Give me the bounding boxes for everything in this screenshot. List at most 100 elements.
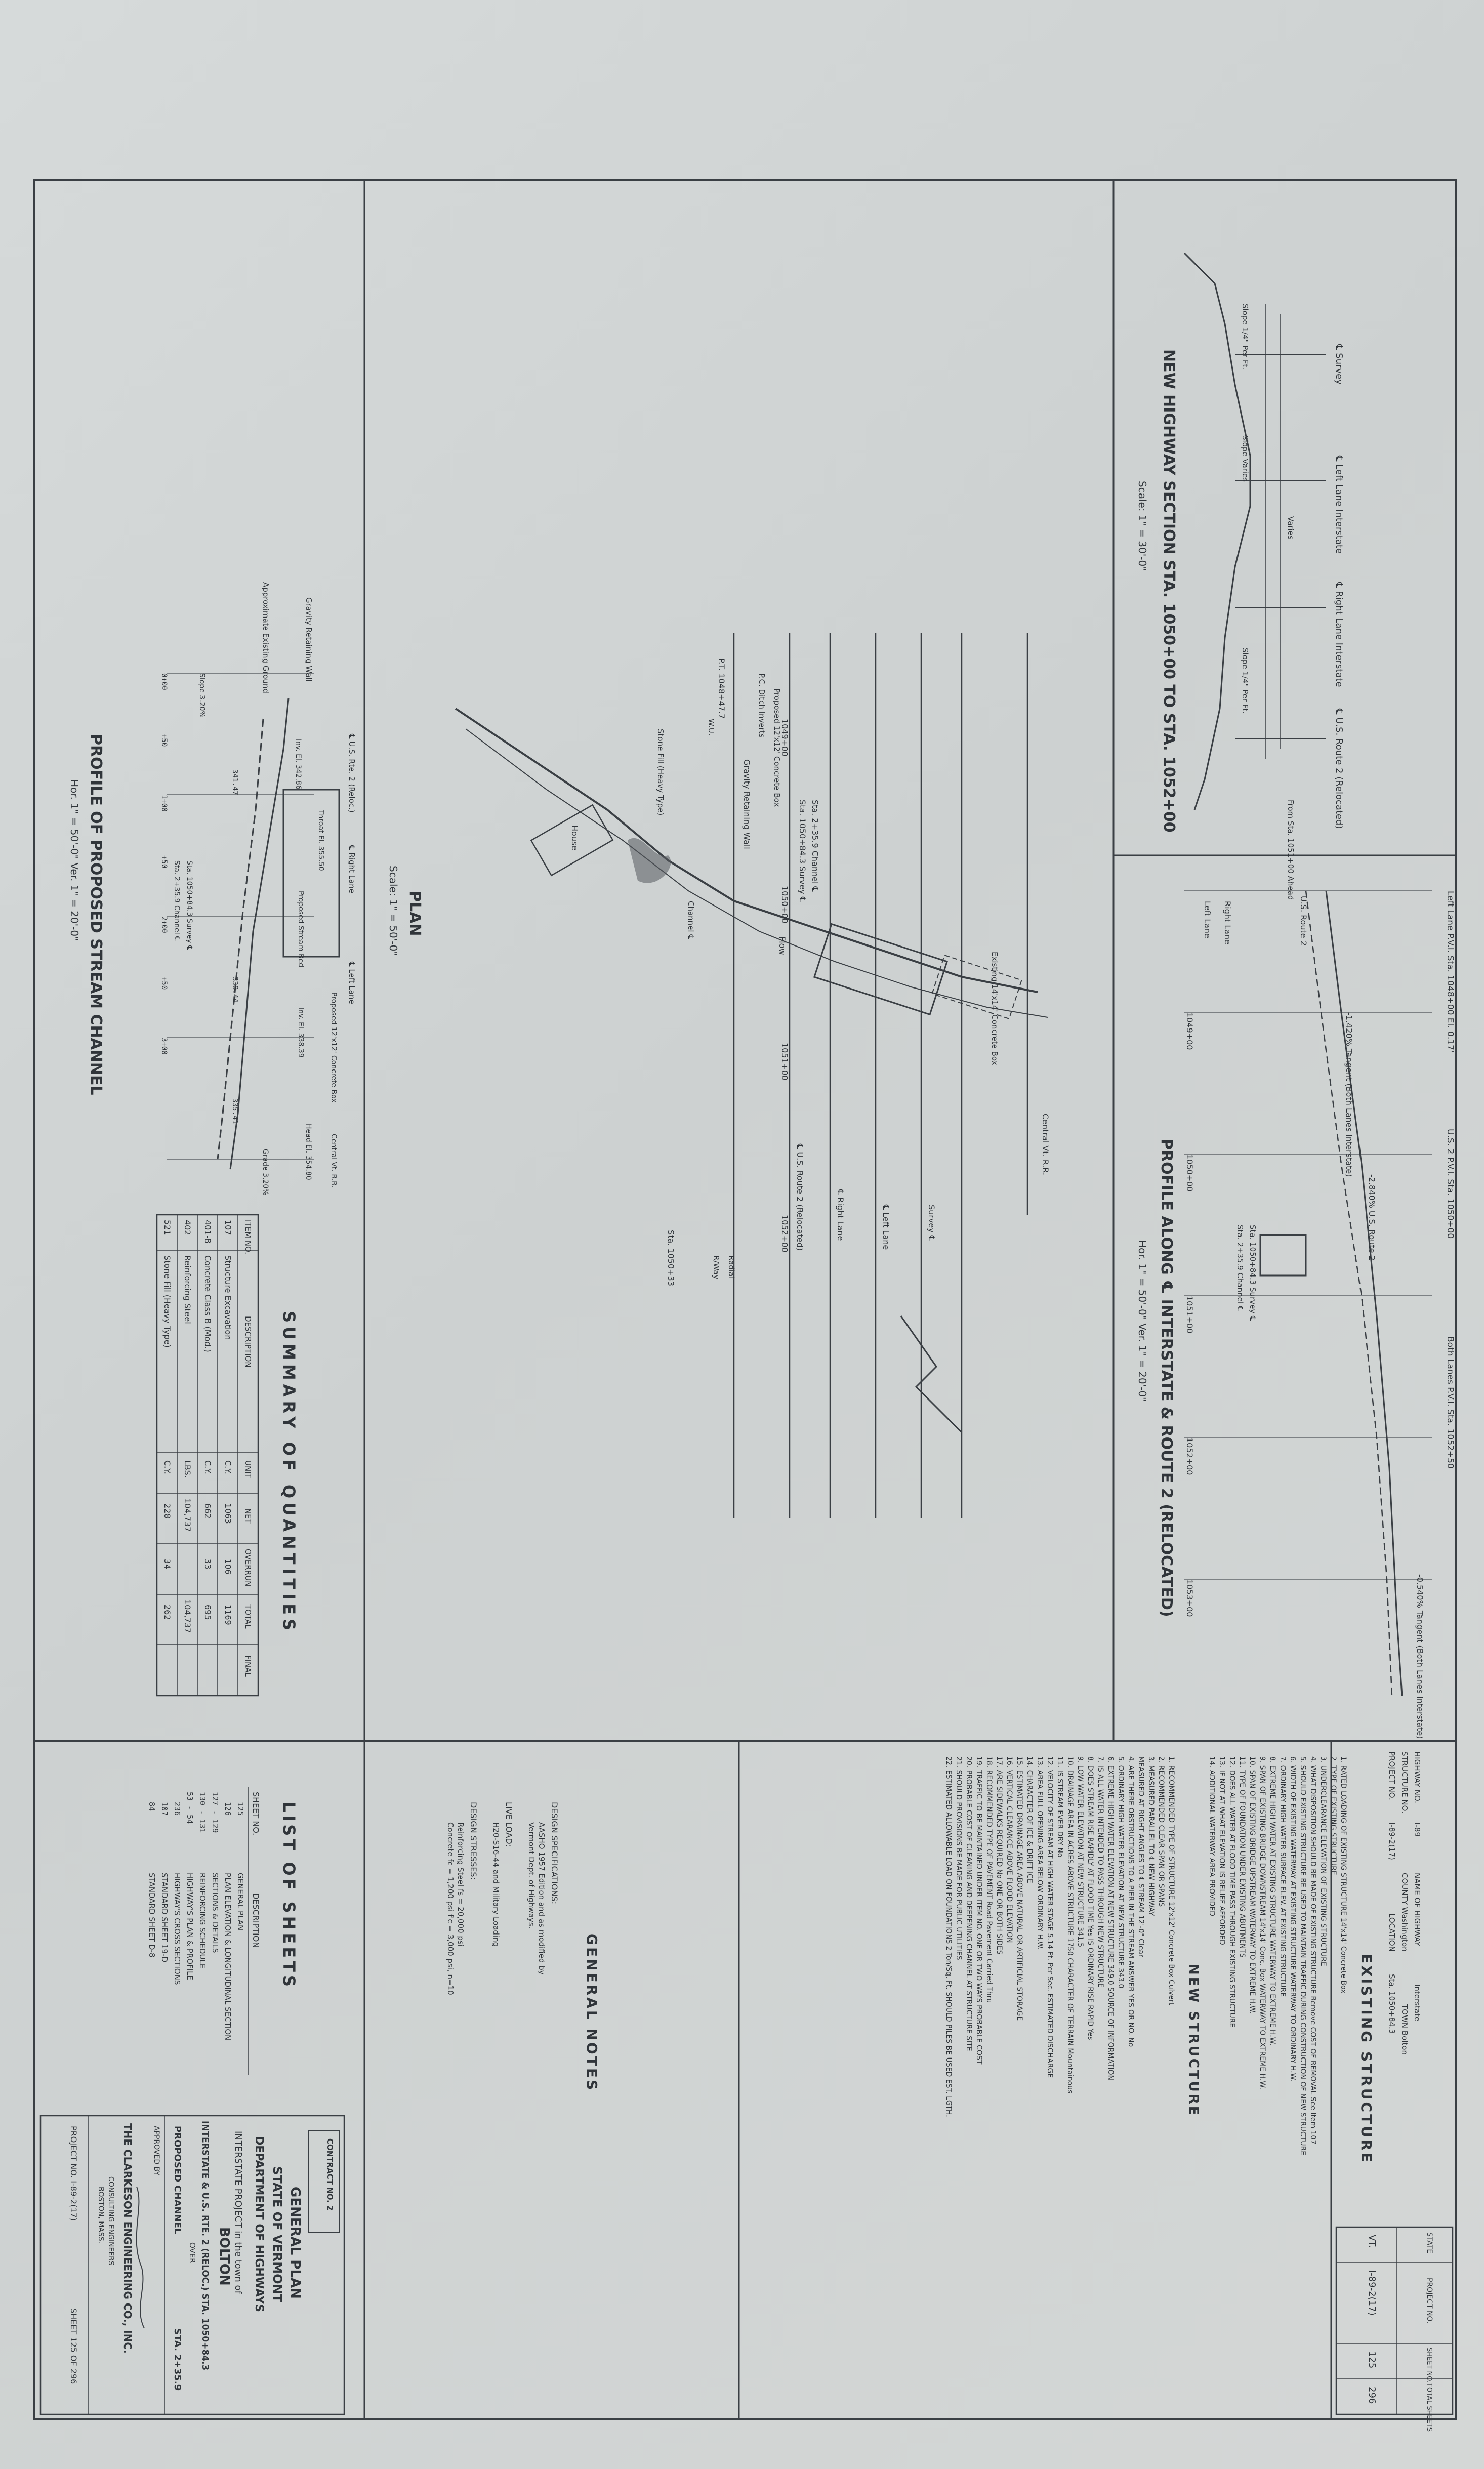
- sheet-box-header: PROJECT NO.: [1425, 2278, 1433, 2323]
- new-item: 17. ARE SIDEWALKS REQUIRED No ONE OR BOT…: [995, 1756, 1003, 1955]
- plan-view: PLAN Scale: 1" = 50'-0" P.T. 1048+47.7 S…: [387, 633, 1050, 1518]
- highway-section-scale: Scale: 1" = 30'-0": [1136, 481, 1148, 571]
- plan-label-21: Radial: [727, 1255, 736, 1279]
- title-town: BOLTON: [217, 2227, 232, 2286]
- new-item: 15. ESTIMATED DRAINAGE AREA ABOVE NATURA…: [1015, 1756, 1023, 2021]
- summary-cell: Structure Excavation: [223, 1255, 233, 1340]
- new-item: 22. ESTIMATED ALLOWABLE LOAD ON FOUNDATI…: [944, 1756, 953, 2117]
- summary-cell: C.Y.: [223, 1460, 233, 1474]
- title-firm-city: BOSTON, MASS.: [97, 2187, 105, 2243]
- profile-grade-line-us2: [1305, 890, 1393, 1696]
- hdr-label: PROJECT NO.: [1387, 1751, 1396, 1800]
- ip-label-3: Both Lanes P.V.I. Sta. 1052+50: [1445, 1336, 1455, 1469]
- ip-label-15: Sta. 1050+84.3 Survey ℄: [1248, 1225, 1257, 1321]
- list-of-sheets: LIST OF SHEETS SHEET NO. DESCRIPTION 125…: [147, 1787, 299, 2075]
- plan-label-3: Sta. 2+35.9 Channel ℄: [810, 800, 820, 892]
- sp-label-22: 3+00: [160, 1038, 168, 1055]
- existing-item: 9. SPAN OF EXISTING BRIDGE DOWNSTREAM 14…: [1258, 1756, 1266, 2089]
- plan-label-9: Channel ℄: [686, 901, 695, 939]
- plan-label-13: ℄ Right Lane: [836, 1189, 845, 1241]
- sp-label-23: Sta. 2+35.9 Channel ℄: [173, 860, 181, 941]
- summary-cell: 1169: [223, 1604, 233, 1625]
- summary-cell: C.Y.: [203, 1460, 213, 1474]
- sp-label-6: Proposed 12'x12' Concrete Box: [329, 992, 338, 1103]
- stream-proposed-bed: [217, 718, 264, 1160]
- new-item: 12. VELOCITY OF STREAM AT HIGH WATER STA…: [1046, 1756, 1054, 2078]
- summary-cell: Reinforcing Steel: [183, 1255, 192, 1324]
- title-sheet: SHEET 125 OF 296: [69, 2308, 78, 2384]
- hdr-label: COUNTY Washington: [1400, 1873, 1409, 1952]
- list-cell: REINFORCING SCHEDULE: [198, 1873, 207, 1968]
- list-cell: 107: [160, 1802, 169, 1816]
- sp-label-4: ℄ Right Lane: [347, 845, 356, 893]
- ip-label-16: Sta. 2+35.9 Channel ℄: [1235, 1225, 1245, 1311]
- new-item: 11. IS STREAM EVER DRY No: [1056, 1756, 1064, 1857]
- sheet-box-frame: [1335, 2226, 1454, 2415]
- summary-row: 521 Stone Fill (Heavy Type) C.Y. 228 34 …: [162, 1220, 172, 1620]
- summary-cell: 521: [162, 1220, 172, 1236]
- plan-label-2: Sta. 1050+84.3 Survey ℄: [798, 800, 807, 902]
- sheet-box-value: I-89-2(17): [1367, 2270, 1377, 2316]
- plan-label-15: Survey ℄: [927, 1205, 936, 1241]
- existing-item: 8. EXTREME HIGH WATER AT EXISTING STRUCT…: [1268, 1756, 1276, 2045]
- new-item: 1. RECOMMENDED TYPE OF STRUCTURE 12'x12'…: [1167, 1756, 1175, 2005]
- sp-label-5: ℄ Left Lane: [347, 961, 356, 1004]
- list-cell: 126: [223, 1802, 232, 1816]
- plan-label-6: P.C. Ditch Inverts: [757, 673, 766, 738]
- list-header-no: SHEET NO.: [251, 1792, 261, 1835]
- interstate-profile-title: PROFILE ALONG ℄ INTERSTATE & ROUTE 2 (RE…: [1158, 1139, 1175, 1617]
- plan-label-10: Existing 14'x14' Concrete Box: [990, 952, 999, 1065]
- ip-label-10: 1049+00: [1185, 1012, 1194, 1050]
- section-road-profile: [1183, 252, 1251, 810]
- hdr-label: I-89-2(17): [1387, 1822, 1396, 1860]
- hdr-label: NAME OF HIGHWAY: [1413, 1873, 1422, 1947]
- ip-label-9: -0.540% Tangent (Both Lanes Interstate): [1415, 1574, 1425, 1739]
- hdr-label: LOCATION: [1387, 1913, 1396, 1952]
- plan-label-22: R/Way: [712, 1255, 721, 1280]
- list-header-desc: DESCRIPTION: [251, 1893, 261, 1948]
- summary-cell: 695: [203, 1604, 213, 1620]
- summary-cell: 104,737: [183, 1498, 192, 1532]
- new-item: 21. SHOULD PROVISIONS BE MADE FOR PUBLIC…: [955, 1756, 963, 1960]
- sp-label-11: Head El. 354.80: [304, 1124, 312, 1180]
- list-cell: STANDARD SHEET 19-D: [160, 1873, 169, 1962]
- summary-cell: LBS.: [183, 1460, 192, 1478]
- sp-label-15: 335.41: [231, 1098, 239, 1124]
- plan-label-20: 1052+00: [780, 1215, 790, 1252]
- section-label-6: Slope Varies: [1241, 435, 1250, 482]
- existing-item: 7. ORDINARY HIGH WATER SURFACE ELEV. AT …: [1279, 1756, 1287, 1997]
- existing-structure-items: 1. RATED LOADING OF EXISTING STRUCTURE 1…: [1208, 1756, 1347, 2155]
- existing-item: 3. UNDERCLEARANCE ELEVATION OF EXISTING …: [1319, 1756, 1327, 1966]
- summary-cell: Stone Fill (Heavy Type): [162, 1255, 172, 1348]
- existing-item: 14. ADDITIONAL WATERWAY AREA PROVIDED: [1208, 1756, 1216, 1916]
- stream-existing-ground: [229, 698, 290, 1170]
- section-label-9: From Sta. 1051+00 Ahead: [1286, 800, 1295, 900]
- sheet-box-value: 296: [1367, 2386, 1377, 2404]
- new-item: 8. DOES STREAM RISE RAPIDLY AT FLOOD TIM…: [1086, 1756, 1094, 2040]
- ip-label-12: 1051+00: [1185, 1296, 1194, 1333]
- ip-label-2: U.S. 2 P.V.I. Sta. 1050+00: [1445, 1129, 1455, 1239]
- highway-section-view: NEW HIGHWAY SECTION STA. 1050+00 TO STA.…: [1136, 252, 1344, 900]
- contract-box: [308, 2130, 340, 2233]
- note-line: Reinforcing Steel fs = 20,000 psi: [456, 1822, 465, 1947]
- list-cell: 84: [147, 1802, 156, 1811]
- existing-item: 4. WHAT DISPOSITION SHOULD BE MADE OF EX…: [1309, 1756, 1317, 2144]
- existing-structure-title: EXISTING STRUCTURE: [1358, 1954, 1375, 2164]
- new-item: 10. DRAINAGE AREA IN ACRES ABOVE STRUCTU…: [1066, 1756, 1074, 2093]
- section-label-5: Slope 1/4" Per Ft.: [1241, 304, 1250, 369]
- sp-label-9: Proposed Stream Bed: [297, 891, 305, 967]
- general-notes: GENERAL NOTES DESIGN SPECIFICATIONS: AAS…: [446, 1802, 600, 2092]
- list-cell: STANDARD SHEET D-8: [147, 1873, 156, 1957]
- plan-label-19: 1051+00: [780, 1043, 790, 1080]
- summary-header-desc: DESCRIPTION: [243, 1316, 253, 1368]
- existing-item: 5. SHOULD EXISTING STRUCTURE BE USED TO …: [1299, 1756, 1307, 2155]
- ip-label-11: 1050+00: [1185, 1154, 1194, 1191]
- plan-channel-edge: [465, 728, 1048, 1018]
- plan-label-14: ℄ Left Lane: [881, 1204, 891, 1250]
- new-item: 18. RECOMMENDED TYPE OF PAVEMENT Road Pa…: [985, 1756, 993, 2003]
